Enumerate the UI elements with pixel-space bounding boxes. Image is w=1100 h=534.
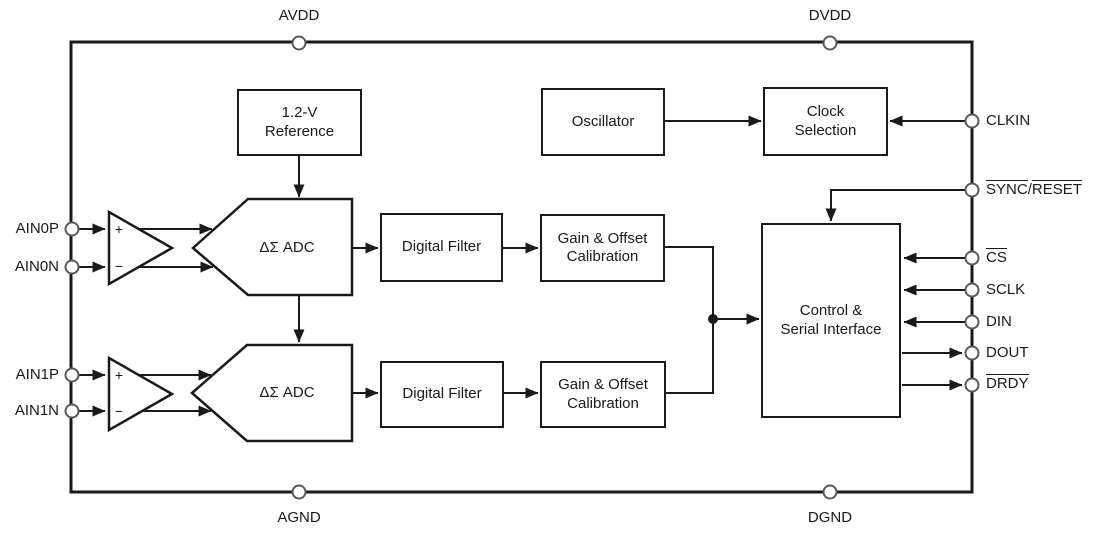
pin-label-dout: DOUT xyxy=(986,344,1029,361)
amp-triangle-ch1 xyxy=(107,355,175,433)
block-gain-offset-ch0-line1: Gain & Offset xyxy=(557,229,648,247)
amp-ch1-plus-sign: + xyxy=(114,367,124,383)
amp-triangle-ch0 xyxy=(107,209,175,287)
block-gain-offset-ch1-line2: Calibration xyxy=(567,394,639,412)
pin-cs xyxy=(964,250,980,266)
pin-drdy xyxy=(964,377,980,393)
block-digital-filter-ch1: Digital Filter xyxy=(380,361,504,428)
pin-label-sclk: SCLK xyxy=(986,281,1026,298)
block-digital-filter-ch1-label: Digital Filter xyxy=(402,385,482,403)
pin-label-ain0n: AIN0N xyxy=(14,258,59,275)
pin-label-din: DIN xyxy=(986,313,1012,330)
block-digital-filter-ch0: Digital Filter xyxy=(380,213,503,282)
junction-dot xyxy=(708,314,718,324)
pin-ain1n xyxy=(64,403,80,419)
pin-label-sync-separator: / xyxy=(1027,181,1032,198)
block-clock-selection-line1: Clock xyxy=(806,103,845,121)
pin-label-clkin: CLKIN xyxy=(986,112,1031,129)
wire-cal1-to-junction xyxy=(666,319,714,394)
wire-sync-to-control xyxy=(825,189,965,222)
pin-agnd xyxy=(291,484,307,500)
block-control-serial-interface: Control & Serial Interface xyxy=(761,223,901,418)
block-reference-line1: 1.2-V xyxy=(281,104,318,122)
adc-label-ch1: ΔΣ ADC xyxy=(259,384,315,401)
pin-dout xyxy=(964,345,980,361)
block-gain-offset-ch0-line2: Calibration xyxy=(566,248,639,265)
pin-clkin xyxy=(964,113,980,129)
pin-circles xyxy=(64,35,980,500)
pin-dgnd xyxy=(822,484,838,500)
pin-label-ain0p: AIN0P xyxy=(15,220,59,237)
block-oscillator: Oscillator xyxy=(541,88,665,156)
pin-label-ain1p: AIN1P xyxy=(15,366,59,383)
pin-label-agnd: AGND xyxy=(277,509,321,526)
pin-sync-reset xyxy=(964,182,980,198)
block-reference-line2: Reference xyxy=(264,122,335,140)
adc-pentagon-ch0 xyxy=(191,197,354,297)
amp-ch0-plus-sign: + xyxy=(114,221,124,237)
pin-label-drdy: DRDY xyxy=(986,374,1029,393)
adc-pentagon-ch1 xyxy=(190,343,354,443)
block-digital-filter-ch0-label: Digital Filter xyxy=(401,238,482,256)
block-control-serial-line2: Serial Interface xyxy=(780,320,882,338)
pin-label-dvdd: DVDD xyxy=(808,7,852,24)
pin-label-drdy-text: DRDY xyxy=(986,374,1029,392)
amp-ch0-minus-sign: − xyxy=(114,258,124,274)
wire-cal0-to-junction xyxy=(665,246,714,319)
pin-dvdd xyxy=(822,35,838,51)
amp-ch1-minus-sign: − xyxy=(114,403,124,419)
block-clock-selection: Clock Selection xyxy=(763,87,888,156)
pin-label-sync-reset: SYNC/RESET xyxy=(986,180,1082,199)
pin-ain0n xyxy=(64,259,80,275)
block-reference: 1.2-V Reference xyxy=(237,89,362,156)
pin-label-reset: RESET xyxy=(1031,180,1082,198)
pin-label-avdd: AVDD xyxy=(278,7,320,24)
pin-ain0p xyxy=(64,221,80,237)
pin-label-cs-text: CS xyxy=(986,248,1007,266)
block-gain-offset-ch1-line1: Gain & Offset xyxy=(558,376,648,394)
wires xyxy=(79,115,965,417)
block-gain-offset-ch0: Gain & Offset Calibration xyxy=(540,214,665,282)
block-control-serial-line1: Control & xyxy=(799,302,863,320)
pin-label-dgnd: DGND xyxy=(807,509,853,526)
pin-ain1p xyxy=(64,367,80,383)
block-clock-selection-line2: Selection xyxy=(794,121,857,139)
pin-avdd xyxy=(291,35,307,51)
adc-label-ch0: ΔΣ ADC xyxy=(259,239,315,256)
pin-label-sync: SYNC xyxy=(986,180,1028,198)
pin-sclk xyxy=(964,282,980,298)
block-gain-offset-ch1: Gain & Offset Calibration xyxy=(540,361,666,428)
pin-label-ain1n: AIN1N xyxy=(14,402,59,419)
block-oscillator-label: Oscillator xyxy=(571,112,635,130)
pin-din xyxy=(964,314,980,330)
pin-label-cs: CS xyxy=(986,248,1007,267)
